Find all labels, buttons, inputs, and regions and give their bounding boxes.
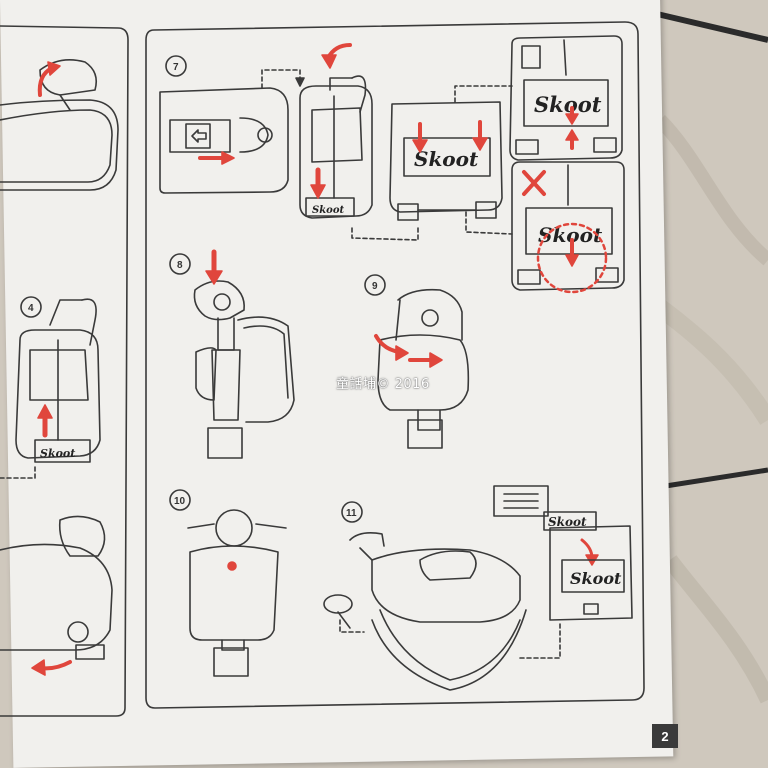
step-9-circle <box>364 274 386 296</box>
incorrect-mount-illustration <box>511 161 625 291</box>
step-8-circle <box>169 253 191 275</box>
bottom-plate-detail <box>549 525 633 621</box>
incorrect-highlight <box>536 222 608 294</box>
left-panel-border <box>0 25 129 717</box>
left-suitcase-top <box>0 59 119 191</box>
step-11-number: 11 <box>346 508 357 519</box>
step-11-circle <box>341 501 363 523</box>
step-9-number: 9 <box>372 281 378 292</box>
step-7-number: 7 <box>173 62 179 73</box>
tag-label <box>543 511 597 531</box>
step-4-brand: Skoot <box>40 447 75 460</box>
plate-detail <box>389 101 503 221</box>
correct-mount-illustration <box>509 35 623 161</box>
step-7-brand: Skoot <box>312 205 344 216</box>
step-4-circle <box>20 296 42 318</box>
bottom-plate-brand: Skoot <box>570 569 622 588</box>
correct-brand: Skoot <box>534 92 602 117</box>
left-suitcase-bottom <box>0 515 113 660</box>
cross-mark-icon <box>522 170 546 196</box>
tag-brand: Skoot <box>548 515 587 529</box>
step-7-circle <box>165 55 187 77</box>
step-4-illustration <box>15 298 101 463</box>
step-11-illustration <box>323 532 527 691</box>
luggage-tag-icon <box>493 485 549 517</box>
step-7-suitcase <box>299 75 373 219</box>
step-4-number: 4 <box>28 303 34 314</box>
step-10-number: 10 <box>174 496 186 507</box>
step-8-illustration <box>193 280 295 459</box>
page-number: 2 <box>652 724 678 748</box>
step-10-illustration <box>187 509 287 677</box>
step-8-number: 8 <box>177 260 183 271</box>
step-9-illustration <box>377 288 470 449</box>
watermark: 童話埔© 2016 <box>336 377 430 392</box>
main-panel-border <box>145 21 645 709</box>
step-10-circle <box>169 489 191 511</box>
step-7-closeup <box>159 87 289 194</box>
plate-brand: Skoot <box>414 147 479 171</box>
